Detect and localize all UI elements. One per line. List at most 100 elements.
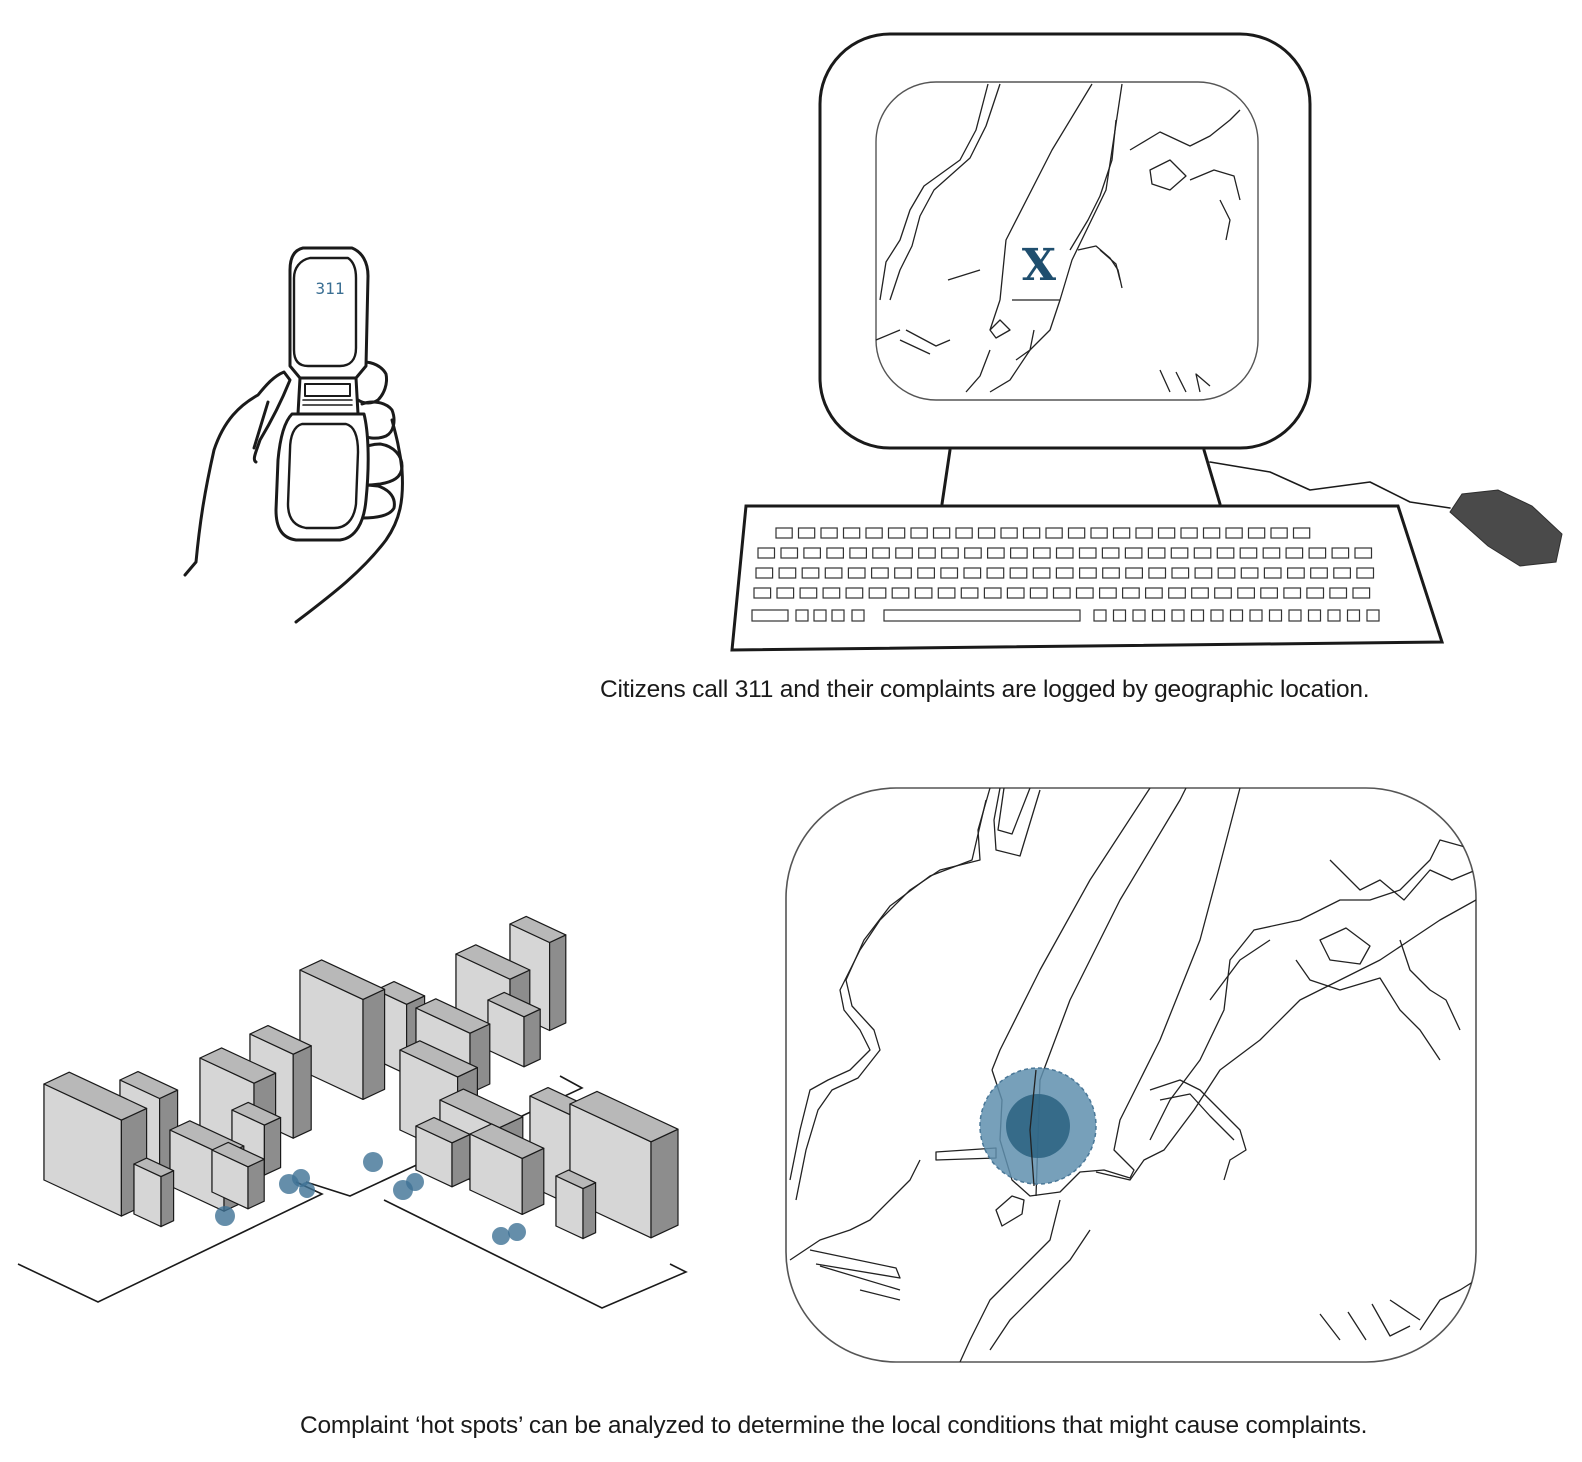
keyboard-key — [820, 527, 838, 539]
keyboard-key — [1327, 609, 1341, 622]
keyboard-key — [797, 527, 816, 539]
keyboard-key — [1112, 527, 1131, 539]
keyboard-key — [1075, 587, 1094, 599]
keyboard-key — [1239, 547, 1258, 559]
keyboard-key — [1121, 587, 1140, 599]
keyboard-key — [775, 527, 793, 539]
keyboard-key — [813, 609, 827, 622]
keyboard-key — [1045, 527, 1063, 539]
keyboard-key — [1194, 567, 1213, 579]
keyboard-key — [1090, 527, 1108, 539]
keyboard-key — [918, 547, 936, 559]
keyboard-key — [1310, 567, 1328, 579]
keyboard-key — [1009, 567, 1028, 579]
keyboard-key — [1354, 547, 1373, 559]
keyboard-key — [1331, 547, 1350, 559]
hotspot-map-icon — [785, 787, 1477, 1363]
keyboard-key — [851, 609, 865, 622]
keyboard-key — [932, 527, 951, 539]
building — [133, 1157, 175, 1228]
keyboard-key — [845, 587, 864, 599]
keyboard-key — [986, 547, 1005, 559]
keyboard-key — [1078, 547, 1097, 559]
keyboard-key — [753, 587, 772, 599]
keyboard-key — [865, 527, 883, 539]
keyboard-key — [755, 567, 774, 579]
keyboard-key — [1032, 547, 1051, 559]
keyboard-key — [1022, 527, 1041, 539]
keyboard-key — [870, 567, 889, 579]
keyboard-key — [1112, 609, 1127, 622]
keyboard-key — [891, 587, 910, 599]
keyboard-key — [1157, 527, 1176, 539]
caption-bottom: Complaint ‘hot spots’ can be analyzed to… — [300, 1412, 1368, 1439]
hotspot-inner — [1006, 1094, 1070, 1158]
keyboard-key — [776, 587, 795, 599]
keyboard-key — [1285, 547, 1304, 559]
keyboard-key — [1124, 547, 1143, 559]
keyboard-key — [940, 567, 959, 579]
keyboard-key — [1135, 527, 1153, 539]
keyboard-key — [960, 587, 979, 599]
keyboard-key — [803, 547, 822, 559]
keyboard-key — [1148, 567, 1167, 579]
keyboard-key — [1283, 587, 1302, 599]
keyboard-key — [1171, 609, 1185, 622]
complaint-dots — [215, 1152, 526, 1245]
keyboard-key — [757, 547, 776, 559]
keyboard-key — [1006, 587, 1025, 599]
keyboard-key — [1052, 587, 1071, 599]
keyboard-key — [1229, 609, 1244, 622]
keyboard-key — [1240, 567, 1259, 579]
keyboard-key — [977, 527, 996, 539]
keyboard-key — [1055, 547, 1074, 559]
keyboard-key — [1170, 547, 1189, 559]
keyboard-key — [1225, 527, 1243, 539]
keyboard-key — [1308, 547, 1327, 559]
building — [415, 1116, 471, 1188]
keyboard-key — [1193, 547, 1212, 559]
keyboard-key — [1132, 609, 1146, 622]
keyboard-key — [937, 587, 956, 599]
keyboard-key — [1098, 587, 1117, 599]
keyboard-key — [1029, 587, 1048, 599]
keyboard-key — [1055, 567, 1074, 579]
keyboard-key — [1000, 527, 1018, 539]
building — [469, 1123, 545, 1216]
keyboard-key — [914, 587, 933, 599]
keyboard-key — [894, 567, 912, 579]
keyboard-key — [849, 547, 868, 559]
keyboard-key — [1147, 547, 1166, 559]
monitor-map — [875, 83, 1241, 393]
keyboard-key — [1102, 567, 1120, 579]
keyboard-key — [1009, 547, 1028, 559]
keyboard-key — [778, 567, 797, 579]
keyboard-key — [1202, 527, 1221, 539]
keyboard-key — [941, 547, 959, 559]
keyboard-icon — [730, 504, 1445, 652]
phone-in-hand-icon: 311 — [183, 246, 404, 624]
keyboard-key — [983, 587, 1002, 599]
keyboard-key — [986, 567, 1005, 579]
city-blocks-icon — [17, 915, 688, 1309]
keyboard-key — [1210, 609, 1224, 622]
keyboard-key — [780, 547, 799, 559]
keyboard-key — [1067, 527, 1086, 539]
keyboard-key — [847, 567, 866, 579]
keyboard-key — [1032, 567, 1051, 579]
keyboard-key — [795, 609, 809, 622]
keyboard-key — [1263, 567, 1282, 579]
keyboard-key — [1101, 547, 1120, 559]
keyboard-key — [1356, 567, 1375, 579]
keyboard-key — [1346, 609, 1361, 622]
computer-icon: X — [730, 32, 1563, 652]
keyboard-key — [1268, 609, 1283, 622]
keyboard-key — [955, 527, 973, 539]
phone-icon — [274, 246, 370, 542]
keyboard-key — [1247, 527, 1266, 539]
keyboard-key — [1171, 567, 1190, 579]
keyboard-key — [1217, 567, 1236, 579]
caption-top: Citizens call 311 and their complaints a… — [600, 676, 1370, 703]
keyboard-key — [1078, 567, 1097, 579]
